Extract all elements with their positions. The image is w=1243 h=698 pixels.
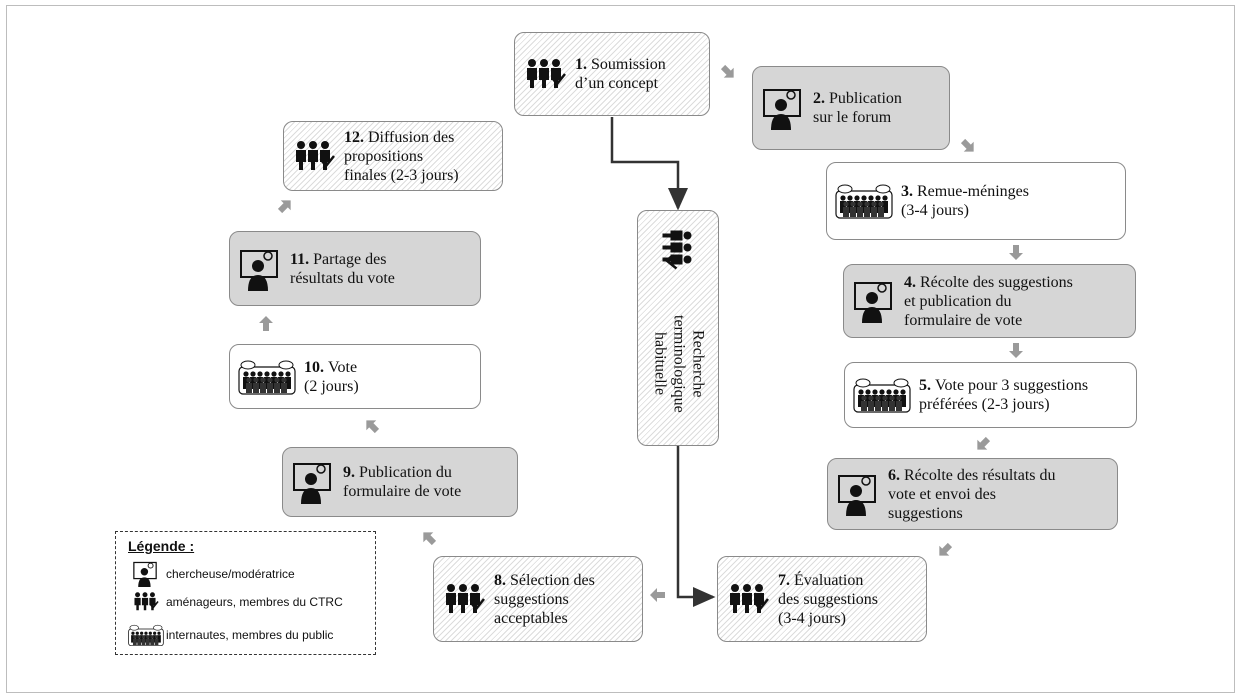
legend-label-public: internautes, membres du public — [166, 628, 334, 643]
step-number: 3. — [901, 183, 917, 200]
arrow-10-11 — [259, 316, 273, 331]
step-number: 10. — [304, 358, 328, 376]
arrow-7-8 — [650, 588, 665, 602]
legend-item-committee: aménageurs, membres du CTRC — [126, 591, 343, 612]
step-number: 7. — [778, 571, 794, 589]
arrow-9-10 — [366, 420, 380, 434]
step-number: 1. — [575, 56, 591, 73]
moderator-icon — [238, 247, 282, 291]
moderator-icon — [836, 472, 880, 516]
committee-icon — [126, 591, 166, 612]
step-3-box: 3. Remue-méninges(3-4 jours) — [826, 162, 1126, 240]
moderator-icon — [761, 86, 805, 130]
moderator-icon — [291, 460, 335, 504]
step-10-box: 10. Vote(2 jours) — [229, 344, 481, 409]
arrow-2-3 — [960, 138, 974, 152]
legend-item-public: internautes, membres du public — [126, 624, 334, 647]
legend-title: Légende : — [128, 538, 195, 554]
public-icon — [835, 183, 893, 219]
legend-label-moderator: chercheuse/modératrice — [166, 566, 295, 581]
legend: Légende : chercheuse/modératrice aménage… — [115, 531, 376, 655]
figure-frame — [6, 5, 1235, 693]
committee-icon — [726, 582, 770, 616]
legend-label-committee: aménageurs, membres du CTRC — [166, 594, 343, 609]
moderator-icon — [852, 279, 896, 323]
step-number: 2. — [813, 90, 829, 107]
arrow-4-5 — [1009, 343, 1023, 358]
committee-icon — [442, 582, 486, 616]
step-number: 6. — [888, 466, 904, 484]
arrow-5-6 — [977, 436, 991, 450]
center-text: Recherche terminologique habituelle — [651, 315, 707, 413]
line-to-step7 — [676, 446, 716, 607]
step-number: 12. — [344, 128, 368, 146]
arrow-8-9 — [423, 532, 437, 546]
public-icon — [853, 377, 911, 413]
arrow-1-2 — [720, 64, 734, 78]
step-number: 4. — [904, 273, 920, 291]
step-number: 9. — [343, 464, 359, 481]
arrow-3-4 — [1009, 245, 1023, 260]
committee-icon — [523, 57, 567, 91]
committee-icon — [292, 139, 336, 173]
arrow-11-12 — [277, 200, 291, 214]
center-box: Recherche terminologique habituelle — [637, 210, 719, 446]
step-10-text: 10. Vote(2 jours) — [304, 358, 359, 395]
line-to-center — [610, 117, 688, 211]
step-number: 11. — [290, 250, 314, 268]
step-3-text: 3. Remue-méninges(3-4 jours) — [901, 183, 1029, 219]
legend-item-moderator: chercheuse/modératrice — [126, 560, 295, 588]
public-icon — [126, 624, 166, 647]
moderator-icon — [126, 560, 166, 588]
public-icon — [238, 359, 296, 395]
arrow-6-7 — [939, 542, 953, 556]
center-committee-icon — [655, 227, 694, 271]
step-number: 5. — [919, 377, 935, 394]
step-number: 8. — [494, 571, 510, 589]
